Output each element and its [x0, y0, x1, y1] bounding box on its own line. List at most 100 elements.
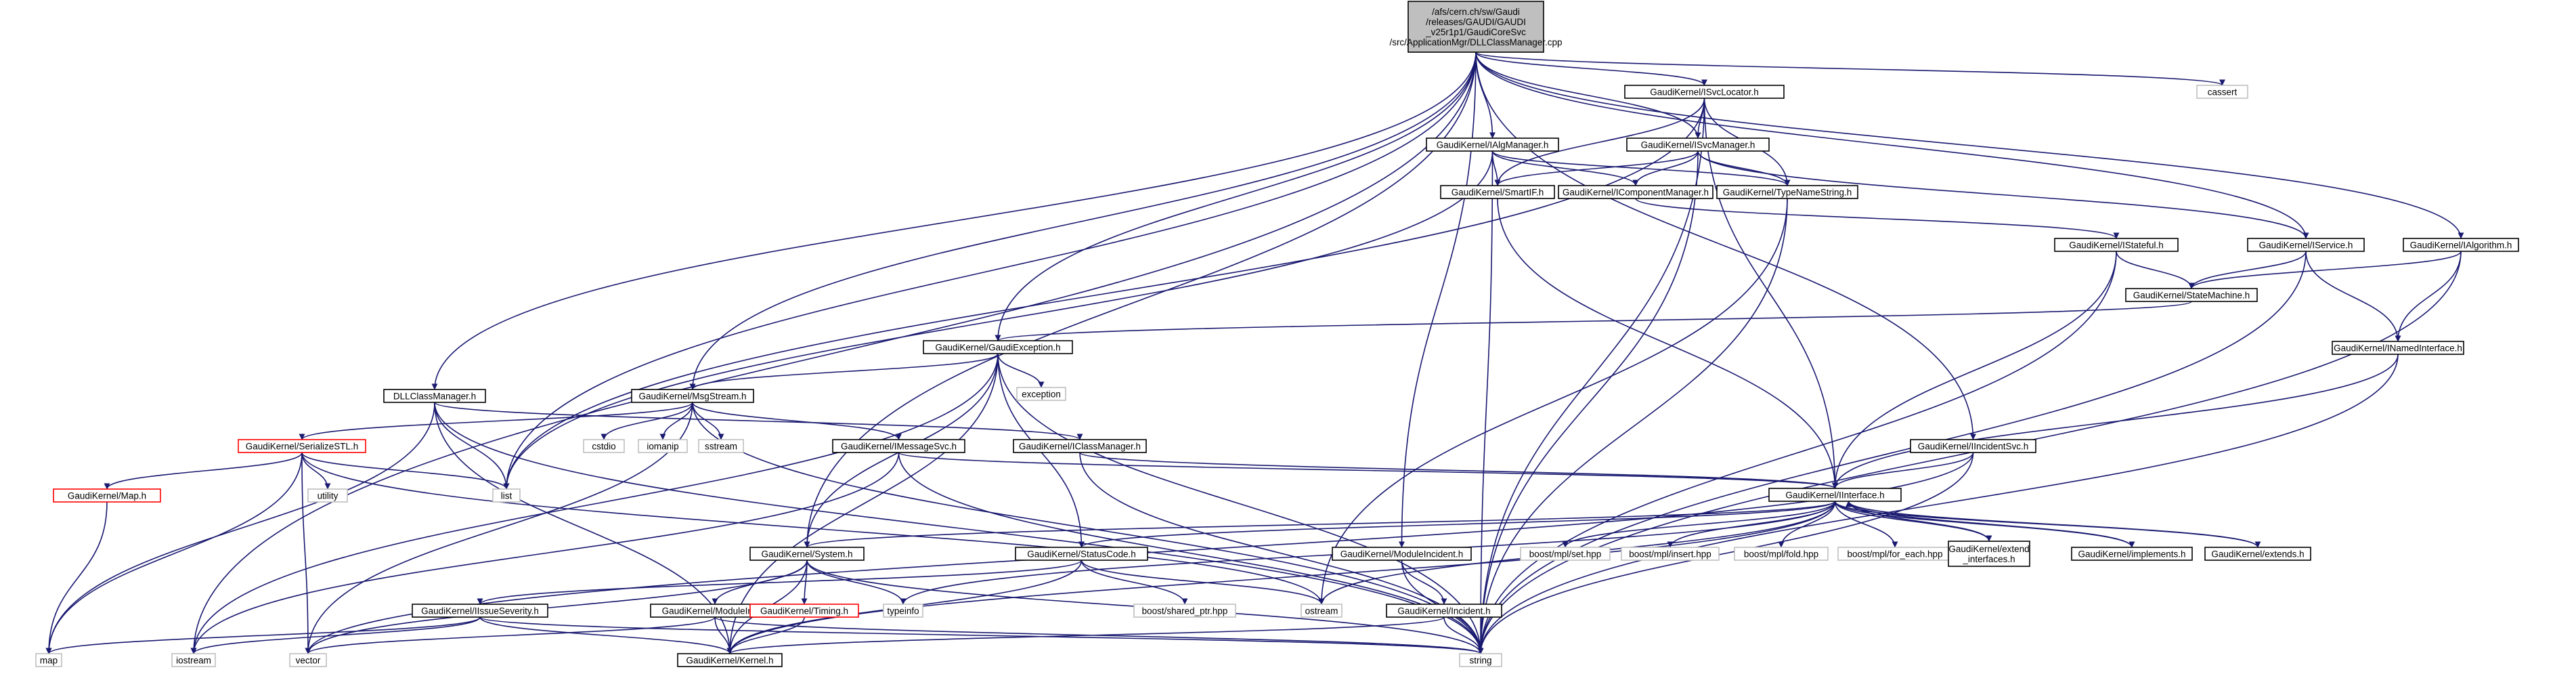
node-label: boost/mpl/for_each.hpp — [1847, 549, 1942, 560]
edge-iissueseverity-to-string — [479, 616, 1484, 654]
node-label: boost/mpl/fold.hpp — [1744, 549, 1818, 560]
node-label: GaudiKernel/Timing.h — [760, 606, 848, 616]
node-box — [1015, 547, 1148, 561]
node-label: GaudiKernel/IIssueSeverity.h — [421, 606, 539, 616]
node-box — [698, 439, 744, 453]
edge-imessagesvc-to-iinterface — [898, 452, 1838, 489]
node-icompmgr[interactable]: GaudiKernel/IComponentManager.h — [1558, 185, 1713, 199]
node-typeinfo: typeinfo — [883, 604, 923, 618]
node-box — [677, 653, 783, 667]
node-label: GaudiKernel/IStateful.h — [2069, 240, 2164, 251]
node-label: GaudiKernel/SerializeSTL.h — [246, 442, 359, 452]
node-label: GaudiKernel/implements.h — [2078, 549, 2185, 560]
edge-serializestl-to-gkmap — [104, 452, 303, 490]
node-box — [412, 604, 548, 618]
node-gaudiexc[interactable]: GaudiKernel/GaudiException.h — [923, 340, 1073, 354]
node-box — [1558, 185, 1713, 199]
node-label: utility — [318, 491, 339, 501]
edge-incident-to-string — [1443, 616, 1484, 654]
node-box — [1426, 138, 1559, 152]
node-root[interactable]: /afs/cern.ch/sw/Gaudi/releases/GAUDI/GAU… — [1389, 1, 1563, 53]
node-label: GaudiKernel/ModuleIncident.h — [1340, 549, 1464, 560]
edge-isvclocator-to-list — [503, 98, 1705, 490]
node-extends[interactable]: GaudiKernel/extends.h — [2204, 547, 2311, 561]
edge-system-to-vector — [305, 560, 808, 654]
edge-msgstream-to-serializestl — [299, 402, 693, 440]
node-smartif[interactable]: GaudiKernel/SmartIF.h — [1440, 185, 1555, 199]
node-box — [749, 604, 859, 618]
node-label: GaudiKernel/ISvcManager.h — [1641, 140, 1755, 150]
node-label: GaudiKernel/ISvcLocator.h — [1650, 87, 1759, 98]
node-iservice[interactable]: GaudiKernel/IService.h — [2247, 238, 2365, 252]
node-istateful[interactable]: GaudiKernel/IStateful.h — [2054, 238, 2179, 252]
node-label: GaudiKernel/MsgStream.h — [638, 392, 746, 402]
node-box — [1520, 547, 1611, 561]
node-imessagesvc[interactable]: GaudiKernel/IMessageSvc.h — [832, 439, 965, 453]
node-iincidentsvc[interactable]: GaudiKernel/IIncidentSvc.h — [1910, 439, 2036, 453]
node-kernel[interactable]: GaudiKernel/Kernel.h — [677, 653, 783, 667]
edge-root-to-isvclocator — [1475, 51, 1707, 86]
node-ialgorithm[interactable]: GaudiKernel/IAlgorithm.h — [2403, 238, 2519, 252]
node-modincident[interactable]: GaudiKernel/ModuleIncident.h — [1332, 547, 1472, 561]
node-mplfold: boost/mpl/fold.hpp — [1734, 547, 1829, 561]
node-gkmap[interactable]: GaudiKernel/Map.h — [53, 488, 161, 503]
node-typename[interactable]: GaudiKernel/TypeNameString.h — [1716, 185, 1858, 199]
edge-iservice-to-statemachine — [2188, 251, 2307, 289]
edge-serializestl-to-map — [45, 452, 303, 654]
node-msgstream[interactable]: GaudiKernel/MsgStream.h — [631, 389, 754, 403]
node-dllclassmgr[interactable]: DLLClassManager.h — [383, 389, 486, 403]
node-label: GaudiKernel/IClassManager.h — [1019, 442, 1141, 452]
node-box — [1768, 488, 1902, 502]
node-map: map — [35, 653, 62, 667]
node-box — [307, 488, 348, 503]
edge-isvcmanager-to-icompmgr — [1632, 150, 1699, 186]
node-statemachine[interactable]: GaudiKernel/StateMachine.h — [2125, 288, 2258, 302]
node-extendif[interactable]: GaudiKernel/extend_interfaces.h — [1948, 541, 2030, 567]
node-statuscode[interactable]: GaudiKernel/StatusCode.h — [1015, 547, 1148, 561]
node-box — [1459, 653, 1502, 667]
node-isvcmanager[interactable]: GaudiKernel/ISvcManager.h — [1626, 138, 1770, 152]
node-label: GaudiKernel/Map.h — [68, 491, 146, 501]
edge-root-to-isvcmanager — [1475, 51, 1701, 139]
node-label: GaudiKernel/IAlgorithm.h — [2410, 240, 2512, 251]
node-box — [383, 389, 486, 403]
node-label: GaudiKernel/INamedInterface.h — [2334, 343, 2462, 354]
node-label: typeinfo — [887, 606, 919, 616]
node-label: vector — [296, 656, 321, 666]
node-vector: vector — [289, 653, 327, 667]
node-label: list — [501, 491, 512, 501]
node-label: GaudiKernel/extends.h — [2211, 549, 2304, 560]
node-iclassmgr[interactable]: GaudiKernel/IClassManager.h — [1013, 439, 1147, 453]
node-label: GaudiKernel/IIncidentSvc.h — [1918, 442, 2029, 452]
node-box — [1910, 439, 2036, 453]
node-timing[interactable]: GaudiKernel/Timing.h — [749, 604, 859, 618]
node-box — [638, 439, 688, 453]
header-nodes: /afs/cern.ch/sw/Gaudi/releases/GAUDI/GAU… — [35, 1, 2519, 667]
node-serializestl[interactable]: GaudiKernel/SerializeSTL.h — [238, 439, 366, 453]
node-system[interactable]: GaudiKernel/System.h — [749, 547, 865, 561]
node-iissueseverity[interactable]: GaudiKernel/IIssueSeverity.h — [412, 604, 548, 618]
node-incident[interactable]: GaudiKernel/Incident.h — [1386, 604, 1502, 618]
node-isvclocator[interactable]: GaudiKernel/ISvcLocator.h — [1624, 85, 1785, 99]
edge-iinterface-to-mplinsert — [1667, 501, 1836, 548]
node-label: exception — [1022, 389, 1061, 400]
node-box — [583, 439, 625, 453]
node-inamedif[interactable]: GaudiKernel/INamedInterface.h — [2332, 341, 2464, 355]
node-iinterface[interactable]: GaudiKernel/IInterface.h — [1768, 488, 1902, 502]
edge-iincidentsvc-to-string — [1477, 452, 1974, 654]
edge-ialgmanager-to-typename — [1491, 150, 1791, 186]
edge-gaudiexc-to-kernel — [726, 353, 999, 654]
node-box — [1948, 541, 2030, 567]
edge-isvclocator-to-iinterface — [1703, 98, 1838, 489]
edge-iincidentsvc-to-iinterface — [1832, 452, 1974, 489]
edge-iservice-to-inamedif — [2305, 251, 2401, 342]
node-box — [1624, 85, 1785, 99]
node-label: GaudiKernel/TypeNameString.h — [1723, 188, 1852, 198]
node-mplset: boost/mpl/set.hpp — [1520, 547, 1611, 561]
node-implements[interactable]: GaudiKernel/implements.h — [2071, 547, 2193, 561]
node-label: GaudiKernel/IComponentManager.h — [1563, 188, 1709, 198]
edge-root-to-ialgorithm — [1475, 51, 2464, 239]
node-ialgmanager[interactable]: GaudiKernel/IAlgManager.h — [1426, 138, 1559, 152]
node-iostream: iostream — [171, 653, 216, 667]
